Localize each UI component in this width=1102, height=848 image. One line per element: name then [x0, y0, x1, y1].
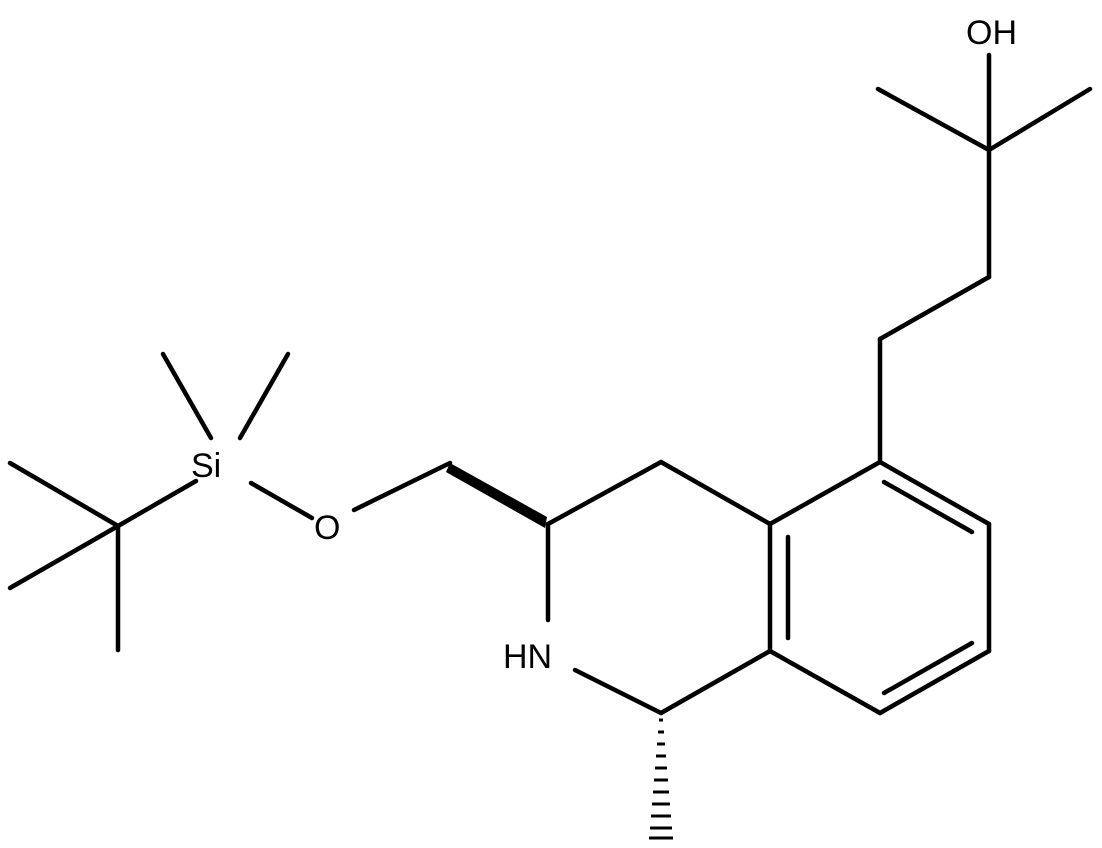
bond-c7-c8 — [877, 648, 992, 716]
tetrahydroisoquinoline-ring: HN — [503, 459, 773, 716]
bond-c5-c6 — [877, 459, 992, 527]
bond-si-methyl-1 — [160, 351, 214, 441]
atom-label-si: Si — [191, 447, 221, 485]
bond-ch2a-ch2b — [877, 274, 992, 342]
hydroxy-methylbutyl-chain: OH — [875, 14, 1093, 465]
bond-c5-c6-inner — [881, 479, 975, 535]
atom-label-oh: OH — [966, 14, 1017, 52]
benzene-ring — [767, 459, 992, 716]
bond-c4-c4a — [658, 459, 773, 527]
ether-oxygen: O — [314, 460, 453, 547]
bond-c4a-c5 — [767, 459, 883, 527]
bond-n-c1 — [572, 667, 664, 716]
bond-c3-c4 — [545, 459, 664, 527]
bond-c1-c8a — [658, 648, 773, 716]
bond-tbu-ch3-top — [7, 460, 121, 529]
bond-cq-methyl-right — [986, 86, 1093, 153]
bond-si-o — [248, 480, 315, 521]
wedge-bond-c3 — [446, 463, 547, 528]
bond-si-methyl-2 — [237, 351, 291, 441]
hashed-wedge-c1-methyl — [649, 718, 673, 840]
bond-tbu-si — [115, 478, 199, 529]
bond-c7-c8-inner — [881, 640, 975, 696]
silyl-group: Si — [160, 351, 315, 521]
bond-tbu-ch3-left — [7, 523, 121, 591]
bond-o-ch2 — [351, 460, 453, 513]
bond-cq-methyl-left — [875, 86, 992, 153]
bond-c8-c8a — [767, 648, 883, 716]
tert-butyl-group — [7, 460, 199, 653]
atom-label-hn: HN — [503, 638, 552, 676]
atom-label-o: O — [314, 509, 340, 547]
